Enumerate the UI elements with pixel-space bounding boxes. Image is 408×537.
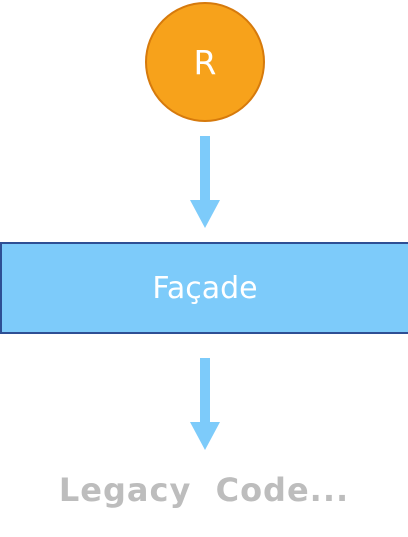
facade-node-label: Façade: [152, 270, 258, 306]
client-node-label: R: [193, 42, 217, 82]
arrow-facade-to-legacy: [190, 358, 220, 450]
arrow-client-to-facade: [190, 136, 220, 228]
client-node: R: [145, 2, 265, 122]
legacy-code-label: Legacy Code...: [58, 471, 350, 509]
facade-node: Façade: [0, 242, 408, 334]
